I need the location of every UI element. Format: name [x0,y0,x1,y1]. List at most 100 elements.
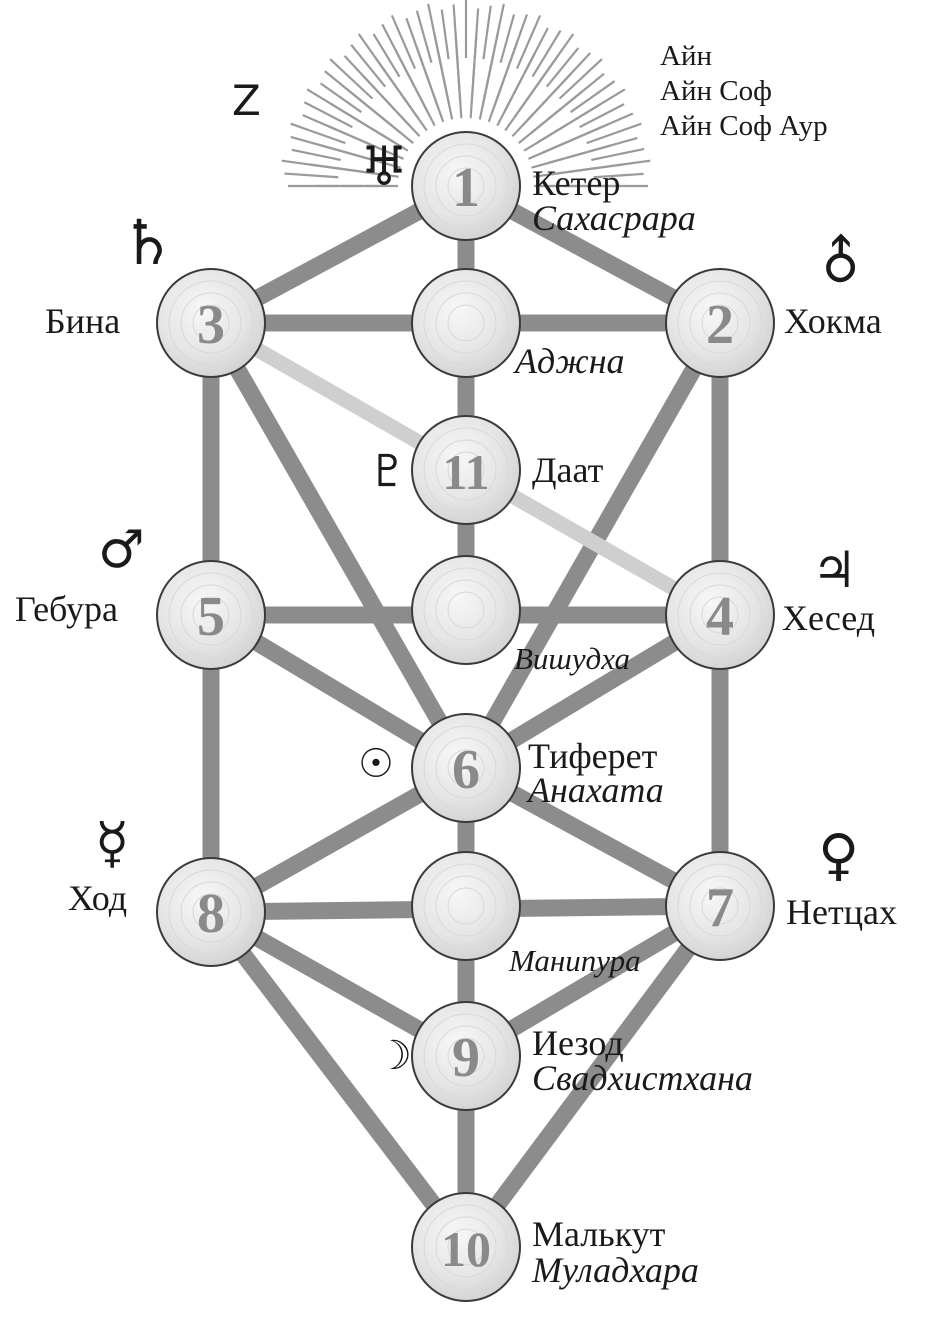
letter-z: Z [232,76,261,125]
chakra-vishuddha: Вишудха [514,641,631,676]
ray [373,145,405,160]
node-texture-ring [701,887,739,925]
node-circle [156,268,266,378]
ray [482,5,492,60]
ray [358,170,399,178]
sefira-name-1: Кетер [532,163,621,203]
chakra-ajna: Аджна [515,341,625,381]
sefira-name-9: Иезод [532,1023,624,1063]
path-8-10 [204,906,473,1253]
sefira-name-4: Хесед [782,598,876,638]
ray [329,58,374,100]
node-texture-ring [677,280,763,366]
ray [569,80,616,114]
node-texture-ring [423,1204,509,1290]
node-sefira-5: 5 [156,560,266,670]
node-texture-ring [447,1037,485,1075]
chakra-name-10: Муладхара [532,1250,699,1290]
node-texture-ring [447,887,485,925]
ray [499,14,516,64]
ray [396,112,421,138]
ray [319,82,363,114]
ain-label: Айн [660,40,712,72]
node-number: 7 [706,877,734,939]
node-circle [156,857,266,967]
node-texture-ring [423,143,509,229]
node-circle [411,131,521,241]
node-circle [411,1192,521,1302]
sefira-name-6: Тиферет [528,736,658,776]
node-texture-ring [435,1025,497,1087]
node-texture-ring [677,572,763,658]
node-texture-ring [423,1013,509,1099]
ray [478,80,490,120]
ray [390,14,417,70]
node-texture-ring [423,863,509,949]
ray [511,109,538,138]
node-texture-ring [180,292,242,354]
node-number: 4 [706,586,734,648]
ray [284,172,339,179]
node-texture-ring [180,881,242,943]
node-number: 3 [197,294,225,356]
node-texture-ring [435,439,497,501]
node-circle [411,851,521,961]
chakra-manipura: Манипура [509,943,641,978]
sefira-name-10: Малькут [532,1214,666,1254]
ray [303,101,353,129]
ain-soph-rays [281,0,651,188]
path-7-10 [459,900,727,1253]
node-texture-ring [435,1216,497,1278]
node-texture-ring [435,737,497,799]
node-number: 2 [706,294,734,356]
ray [504,97,530,132]
sefira-name-8: Ход [68,878,128,918]
node-sefira-10: 10 [411,1192,521,1302]
node-manipura [411,851,521,961]
node-circle [665,851,775,961]
mercury-icon: ☿ [95,811,130,876]
ray [496,96,513,127]
node-sefira-6: 6 [411,713,521,823]
node-number: 10 [441,1221,491,1277]
sefira-name-5: Гебура [15,589,118,629]
ray [593,172,644,179]
chakra-name-9: Свадхистхана [532,1058,753,1098]
ray [579,103,625,129]
ray [291,148,341,162]
node-texture-ring [447,167,485,205]
node-texture-ring [168,869,254,955]
node-sefira-2: 2 [665,268,775,378]
node-sefira-8: 8 [156,857,266,967]
node-texture-ring [701,596,739,634]
node-texture-ring [423,280,509,366]
node-sefira-1: 1 [411,131,521,241]
sun-icon: ☉ [358,741,394,787]
ray [350,44,387,88]
node-circle [411,713,521,823]
ray [373,128,409,152]
node-texture-ring [168,280,254,366]
ain-sof-label: Айн Соф [660,75,772,107]
node-texture-ring [192,596,230,634]
node-circle [411,1001,521,1111]
sefira-name-7: Нетцах [786,892,897,932]
ray [431,91,445,123]
ray [531,157,563,169]
ray [417,93,436,127]
node-texture-ring [689,584,751,646]
chakra-name-6: Анахата [528,770,664,810]
ray [384,119,414,144]
node-vishuddha [411,555,521,665]
saturn-icon: ♄ [120,206,176,279]
ray [586,122,642,145]
ray [591,147,645,162]
chakra-name-1: Сахасрара [532,198,696,238]
node-number: 8 [197,883,225,945]
node-texture-ring [423,427,509,513]
venus-icon: ♀ [818,823,860,888]
node-number: 5 [197,586,225,648]
ain-sof-aur-label: Айн Соф Аур [660,110,828,142]
